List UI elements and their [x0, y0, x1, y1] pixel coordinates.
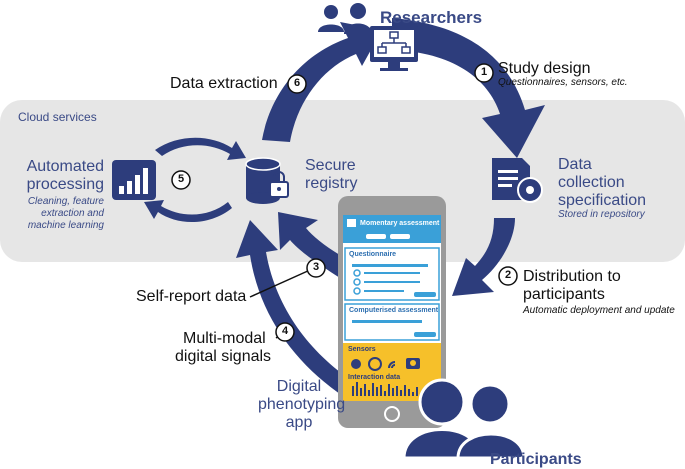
- registry-title-line2: registry: [305, 175, 358, 192]
- step-1-number: 1: [480, 66, 488, 78]
- self-report-leader: [249, 269, 311, 298]
- database-lock-icon: [245, 157, 289, 204]
- step-3-number: 3: [312, 261, 320, 273]
- step-5-number: 5: [177, 173, 185, 185]
- step-1-subtitle: Questionnaires, sensors, etc.: [498, 77, 628, 88]
- cycle-arrow-bottom: [144, 200, 232, 223]
- phone-computerised-label: Computerised assessment: [349, 307, 439, 314]
- step-4-title-line2: digital signals: [175, 348, 272, 365]
- document-gear-icon: [492, 158, 543, 203]
- arrow-self-report: [278, 212, 352, 278]
- automated-sub-line1: Cleaning, feature: [27, 196, 104, 207]
- app-title-line3: app: [285, 414, 313, 431]
- participants-label: Participants: [490, 451, 582, 468]
- cloud-services-label: Cloud services: [18, 110, 97, 124]
- phone-illustration: [338, 196, 446, 428]
- step-2-number: 2: [504, 269, 512, 281]
- step-6-title: Data extraction: [170, 75, 278, 92]
- app-title-line2: phenotyping: [258, 396, 346, 413]
- researchers-icon: [318, 3, 372, 34]
- step-2-subtitle: Automatic deployment and update: [523, 305, 675, 316]
- spec-title-line1: Data: [558, 156, 592, 173]
- arrow-data-extraction: [262, 22, 382, 142]
- cycle-arrow-top: [155, 137, 246, 160]
- automated-sub-line2: extraction and: [41, 208, 104, 219]
- step-3-title: Self-report data: [136, 288, 247, 305]
- participants-icon: [402, 378, 526, 460]
- researchers-label: Researchers: [380, 8, 483, 27]
- step-number-circles: [171, 63, 518, 342]
- step-2-title-line1: Distribution to: [523, 268, 621, 285]
- step-4-number: 4: [281, 325, 289, 337]
- arrow-multimodal: [236, 220, 360, 404]
- step-6-number: 6: [293, 77, 301, 89]
- spec-title-line2: collection: [558, 174, 625, 191]
- phone-sensors-label: Sensors: [348, 346, 376, 353]
- bar-chart-icon: [112, 160, 156, 200]
- step-1-title: Study design: [498, 60, 591, 77]
- automated-title-line2: processing: [26, 176, 104, 193]
- phone-interaction-label: Interaction data: [348, 374, 401, 381]
- automated-title-line1: Automated: [26, 158, 104, 175]
- arrow-study-design: [392, 18, 545, 158]
- arrow-distribution: [452, 218, 515, 296]
- step-4-title-line1: Multi-modal: [183, 330, 266, 347]
- spec-title-line3: specification: [558, 192, 647, 209]
- phone-momentary-label: Momentary assessment: [360, 220, 440, 227]
- app-title-line1: Digital: [276, 378, 322, 395]
- monitor-icon: [370, 26, 418, 71]
- step-2-title-line2: participants: [523, 286, 605, 303]
- automated-sub-line3: machine learning: [27, 220, 104, 231]
- registry-title-line1: Secure: [305, 157, 356, 174]
- phone-questionnaire-label: Questionnaire: [349, 251, 397, 258]
- spec-subtitle: Stored in repository: [558, 209, 645, 220]
